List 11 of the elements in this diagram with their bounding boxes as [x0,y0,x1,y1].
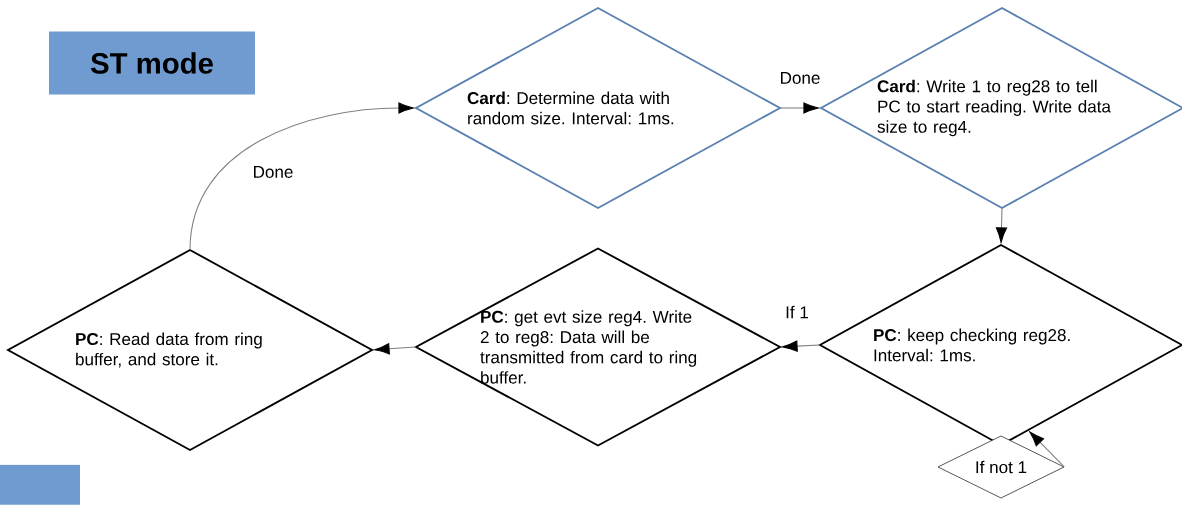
arrow [779,102,819,114]
arrow [189,102,414,251]
edge-label: If 1 [783,304,811,320]
arrow [995,207,1008,243]
edge-label: Done [251,164,295,180]
arrow [1029,431,1065,468]
arrow [374,343,417,355]
title-box: ST mode [49,31,255,95]
node-label: If not 1 [976,460,1027,474]
heading-box [0,464,80,505]
arrow [782,340,821,352]
